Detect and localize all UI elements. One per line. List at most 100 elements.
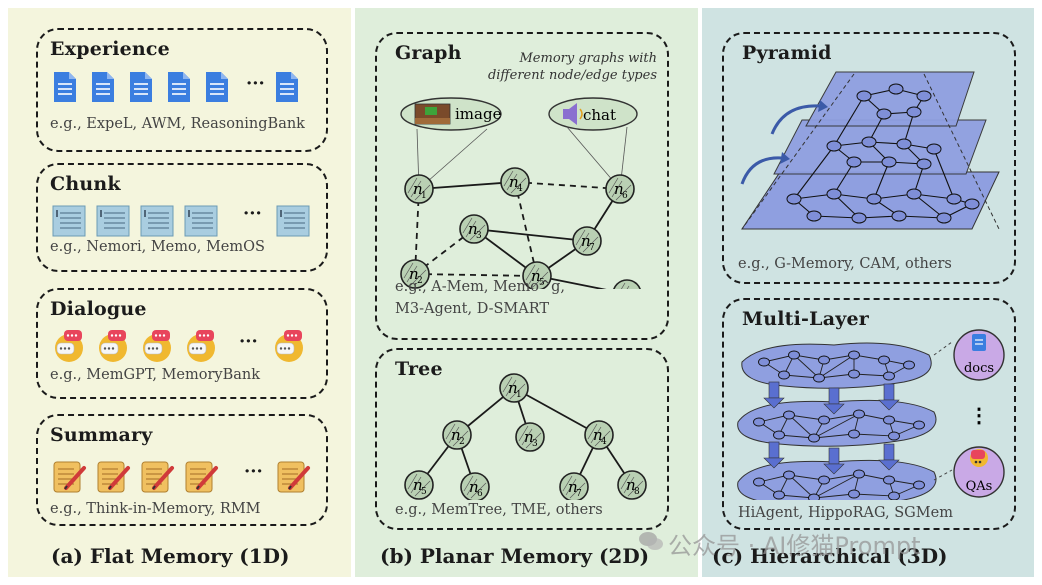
svg-text:4: 4 [601,437,607,447]
pyramid-box: Pyramid e.g., G-Memory, CAM, others [722,32,1016,284]
summary-icon [277,461,310,493]
hierarchical-panel: Pyramid e.g., G-Memory, CAM, others Mult… [702,8,1034,577]
pyramid-node [906,188,922,200]
tree-node-n2: n2 [442,420,472,450]
qa-icon [970,449,988,467]
layer-node [848,429,860,439]
document-icon [168,72,190,102]
dialogue-box: Dialogue ··· e.g., MemGPT, MemoryBank [36,288,328,399]
svg-text:7: 7 [589,243,595,253]
svg-text:3: 3 [532,439,538,449]
layer-node [808,493,820,500]
svg-text:8: 8 [634,487,640,497]
pyramid-node [936,212,952,224]
chunk-title: Chunk [50,173,121,195]
pyramid-node [826,188,842,200]
vertical-dots: ⋮ [969,403,989,427]
pyramid-node [786,193,802,205]
docs-label: docs [964,361,994,376]
pyramid-node [926,143,942,155]
chat-node-label: chat [583,106,616,124]
pyramid-node [856,90,872,102]
summary-icon [53,461,86,493]
layer-node [783,410,795,420]
layer-node [788,350,800,360]
graph-node-n2: n2 [400,259,430,289]
summary-icon [185,461,218,493]
pyramid-node [876,108,892,120]
pyramid-node [826,140,842,152]
image-node-label: image [455,105,502,123]
tree-node-n5: n5 [404,470,434,500]
document-icon [92,72,114,102]
watermark-text: 公众号 · AI修猫Prompt [668,532,921,560]
graph-note-line1: Memory graphs with [519,51,657,66]
layer-node [888,431,900,441]
dialogue-icon [55,330,83,362]
layer-node [883,475,895,485]
experience-box: Experience ··· e.g., ExpeL, AWM, Reasoni… [36,28,328,152]
layer-node [758,357,770,367]
pyramid-node [866,193,882,205]
pyramid-node [851,212,867,224]
layer-node [853,409,865,419]
tree-title: Tree [395,358,443,380]
pyramid-node [888,83,904,95]
tree-examples: e.g., MemTree, TME, others [395,502,603,518]
speaker-icon [563,103,583,125]
layer-bottom [737,459,937,500]
pyramid-node [896,138,912,150]
pyramid-examples: e.g., G-Memory, CAM, others [738,256,952,272]
chat-node-bubble: chat [548,97,638,131]
layer-node [853,469,865,479]
layer-node [753,417,765,427]
summary-examples: e.g., Think-in-Memory, RMM [50,501,261,517]
layer-node [883,415,895,425]
tree-node-n8: n8 [617,470,647,500]
pyramid-node [891,210,907,222]
layer-node [783,470,795,480]
pyramid-node [906,106,922,118]
chunk-examples: e.g., Nemori, Memo, MemOS [50,239,265,255]
pyramid-layer-top [805,71,975,127]
graph-note: Memory graphs with different node/edge t… [488,50,657,84]
svg-text:n: n [509,173,519,191]
layer-node [878,355,890,365]
svg-text:n: n [621,285,631,289]
layer-node [883,371,895,381]
graph-examples-line2: M3-Agent, D-SMART [395,301,550,317]
svg-text:n: n [469,478,479,496]
summary-icon [141,461,174,493]
layer-node [753,477,765,487]
svg-text:3: 3 [476,231,482,241]
dialogue-ellipsis: ··· [239,331,258,352]
tree-node-n3: n3 [515,422,545,452]
dialogue-title: Dialogue [50,298,147,320]
svg-text:2: 2 [459,437,465,447]
graph-node-n6: n6 [605,174,635,204]
multilayer-diagram: docs QAs ⋮ [737,329,1005,500]
graph-title: Graph [395,42,462,64]
pyramid-node [881,156,897,168]
chunk-icon [96,205,130,237]
graph-node-n7: n7 [572,226,602,256]
dialogue-examples: e.g., MemGPT, MemoryBank [50,367,261,383]
image-node-bubble: image [400,97,502,131]
multilayer-title: Multi-Layer [742,308,869,330]
rotate-arrow-icon-2 [740,156,783,185]
graph-note-line2: different node/edge types [487,68,657,83]
svg-text:7: 7 [576,489,582,499]
svg-text:5: 5 [421,487,427,497]
tree-node-n7: n7 [559,472,589,500]
dialogue-icon [187,330,215,362]
svg-text:5: 5 [539,278,545,288]
graph-node-n3: n3 [459,214,489,244]
svg-text:4: 4 [517,184,523,194]
chunk-box: Chunk ··· e.g., Nemori, Memo, MemOS [36,163,328,272]
graph-node-n1: n1 [404,174,434,204]
layer-node [903,360,915,370]
document-icon [130,72,152,102]
pyramid-title: Pyramid [742,42,832,64]
layer-node [848,369,860,379]
